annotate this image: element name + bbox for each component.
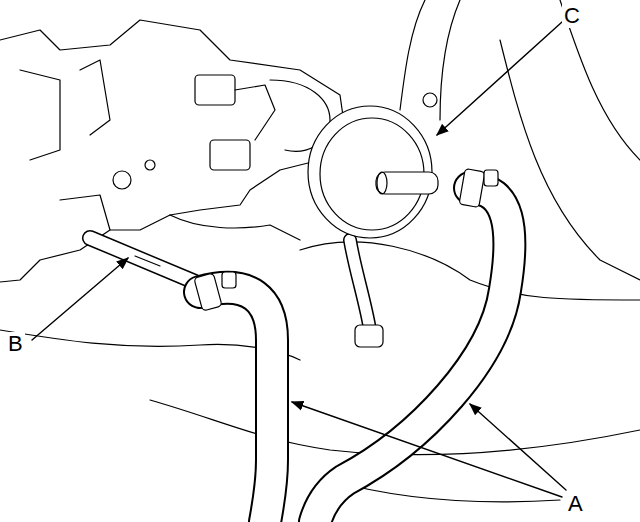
bolt [145, 160, 155, 170]
connector [195, 75, 235, 105]
bracket [440, 0, 460, 120]
bolt [113, 171, 131, 189]
callout-letter: B [6, 332, 25, 356]
bolt [423, 93, 437, 107]
pipe [350, 240, 370, 330]
pipe-b [90, 238, 195, 282]
hose [315, 188, 509, 522]
leader-line [292, 402, 562, 497]
bracket [400, 0, 425, 110]
canister-nipple [376, 172, 438, 194]
engine-block [0, 20, 345, 282]
block-detail [80, 60, 110, 135]
solenoid [235, 85, 275, 140]
hose-clamp [222, 272, 236, 288]
hose [200, 288, 272, 522]
leader-line [32, 258, 128, 340]
canister-nipple [377, 172, 387, 194]
hose [315, 188, 509, 522]
panel-edge [560, 0, 640, 160]
callout-letter: A [566, 492, 585, 516]
block-detail [60, 195, 110, 230]
hose-clamp [459, 169, 485, 208]
pipe [350, 240, 370, 330]
pipe-b-detail [135, 256, 160, 266]
block-detail [170, 215, 300, 240]
hose [200, 288, 272, 522]
connector [210, 140, 250, 170]
hose-clamp [194, 273, 222, 311]
callout-letter: C [562, 4, 582, 28]
fitting [355, 325, 383, 347]
leader-line [470, 404, 566, 490]
hose-clamp [484, 170, 498, 186]
pipe-b [90, 238, 195, 282]
block-detail [20, 70, 60, 160]
leader-line [437, 22, 562, 135]
